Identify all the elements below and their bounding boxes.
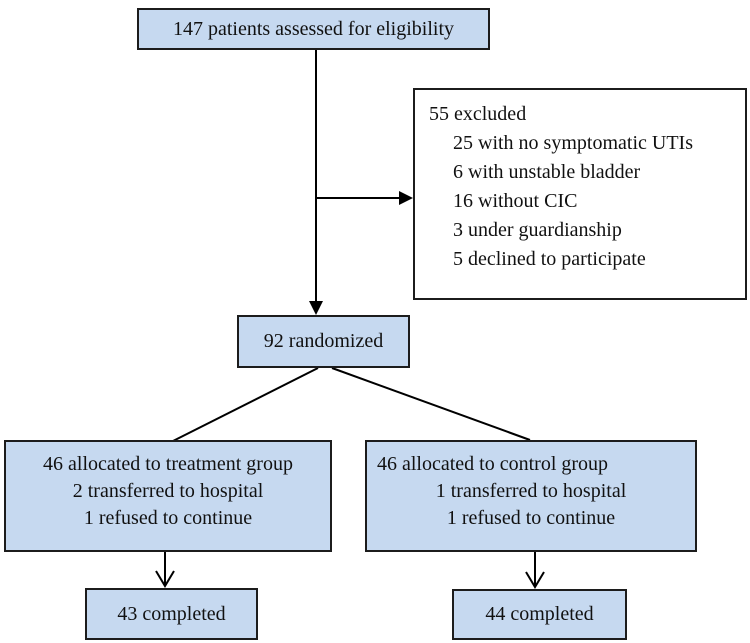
- treatment-group-box: 46 allocated to treatment group 2 transf…: [4, 440, 332, 552]
- arrowhead-randomized-icon: [309, 301, 323, 315]
- control-completed-box: 44 completed: [452, 589, 627, 640]
- treatment-completed-box: 43 completed: [85, 588, 258, 640]
- control-refused-text: 1 refused to continue: [446, 507, 616, 529]
- control-transferred-text: 1 transferred to hospital: [435, 480, 627, 502]
- treatment-allocated-text: 46 allocated to treatment group: [43, 453, 293, 475]
- excluded-box: 55 excluded 25 with no symptomatic UTIs …: [413, 88, 747, 300]
- excluded-reason: 6 with unstable bladder: [453, 161, 641, 183]
- excluded-title: 55 excluded: [429, 103, 527, 125]
- excluded-reason: 3 under guardianship: [453, 219, 622, 241]
- treatment-transferred-text: 2 transferred to hospital: [72, 480, 264, 502]
- excluded-reason: 16 without CIC: [453, 190, 578, 212]
- control-group-box: 46 allocated to control group 1 transfer…: [365, 440, 697, 552]
- randomized-box: 92 randomized: [237, 315, 410, 368]
- randomized-text: 92 randomized: [263, 330, 384, 352]
- control-completed-text: 44 completed: [485, 603, 594, 625]
- control-allocated-text: 46 allocated to control group: [377, 453, 609, 475]
- arrowhead-treatment-completed-icon: [155, 570, 175, 588]
- excluded-reason: 25 with no symptomatic UTIs: [453, 132, 693, 154]
- line-randomized-to-control: [331, 367, 531, 441]
- line-randomized-to-treatment: [172, 367, 319, 442]
- excluded-reason: 5 declined to participate: [453, 248, 646, 270]
- arrowhead-excluded-icon: [399, 191, 413, 205]
- treatment-completed-text: 43 completed: [117, 602, 226, 625]
- treatment-refused-text: 1 refused to continue: [83, 507, 253, 529]
- arrowhead-control-completed-icon: [525, 571, 545, 589]
- eligibility-box: 147 patients assessed for eligibility: [137, 8, 490, 50]
- eligibility-text: 147 patients assessed for eligibility: [172, 17, 455, 40]
